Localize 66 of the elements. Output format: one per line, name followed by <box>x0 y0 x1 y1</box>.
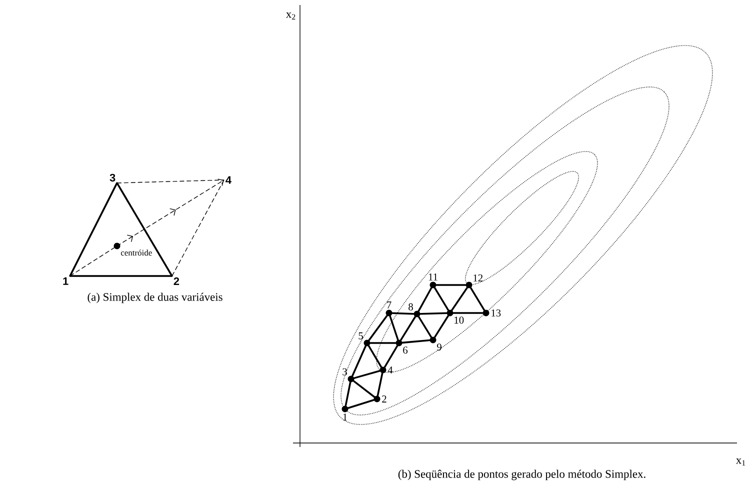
simplex-edge <box>402 339 430 344</box>
node-label: 10 <box>454 316 464 324</box>
node-label: centróide <box>120 250 152 256</box>
simplex-edge <box>368 345 382 368</box>
axis-label: x$_{1}$ <box>736 458 746 466</box>
simplex-edge <box>436 284 466 286</box>
simplex-point: 12 <box>466 274 483 288</box>
node-label: 6 <box>403 346 408 354</box>
simplex-point: 9 <box>430 336 442 351</box>
simplex-point: 1 <box>342 406 348 421</box>
simplex-edge <box>418 316 432 338</box>
node-label: 9 <box>436 344 442 351</box>
simplex-edge <box>370 342 396 344</box>
simplex-point: 10 <box>446 310 464 324</box>
dashed-line <box>172 180 224 276</box>
simplex-point: 4 <box>380 366 393 374</box>
simplex-edge <box>69 182 118 277</box>
simplex-edge <box>368 314 388 342</box>
simplex-point: 8 <box>408 303 420 318</box>
dashed-line <box>116 180 224 184</box>
node-label: 11 <box>428 273 438 280</box>
simplex-edge <box>418 287 432 312</box>
vertex-label: 1 <box>63 277 68 285</box>
simplex-point: 13 <box>482 309 501 316</box>
simplex-edge <box>400 316 416 341</box>
axis-label: x$_{2}$ <box>286 12 296 20</box>
centroid-point: centróide <box>114 242 152 256</box>
simplex-edge <box>470 287 486 311</box>
simplex-point: 7 <box>386 302 392 316</box>
node-label: 8 <box>408 303 413 310</box>
simplex-edge <box>389 315 399 341</box>
simplex-point: 3 <box>342 368 354 382</box>
simplex-edge <box>352 380 376 398</box>
simplex-edge <box>434 315 450 338</box>
caption: (a) Simplex de duas variáveis <box>88 292 222 304</box>
simplex-point: 2 <box>374 396 386 402</box>
vertex-label: 3 <box>110 174 116 182</box>
simplex-point: 5 <box>358 332 370 346</box>
vertex-label: 4 <box>226 176 232 184</box>
simplex-point: 6 <box>396 340 408 354</box>
simplex-edge <box>451 286 468 312</box>
simplex-point: 11 <box>428 273 438 288</box>
dashed-arrow <box>116 178 224 246</box>
node-label: 12 <box>474 274 483 282</box>
simplex-edge <box>434 287 450 311</box>
vertex-label: 2 <box>174 277 180 286</box>
simplex-edge <box>384 345 398 368</box>
node-label: 13 <box>492 309 501 317</box>
node-label: 2 <box>382 396 386 402</box>
simplex-edge <box>347 399 375 409</box>
dashed-line <box>70 247 114 276</box>
simplex-edge <box>344 381 352 407</box>
simplex-edge <box>420 312 448 315</box>
node-label: 1 <box>343 414 347 421</box>
simplex-edge <box>392 312 414 315</box>
simplex-edge <box>376 372 384 397</box>
node-label: 5 <box>358 332 363 340</box>
node-label: 4 <box>388 366 393 374</box>
node-label: 7 <box>387 302 392 308</box>
caption: (b) Seqüência de pontos gerado pelo método Simplex. <box>398 470 646 480</box>
simplex-edge <box>452 312 484 314</box>
simplex-edge <box>116 182 173 277</box>
simplex-edge <box>353 370 381 379</box>
node-label: 3 <box>342 368 347 376</box>
simplex-edge <box>69 275 173 277</box>
simplex-edge <box>352 345 366 377</box>
